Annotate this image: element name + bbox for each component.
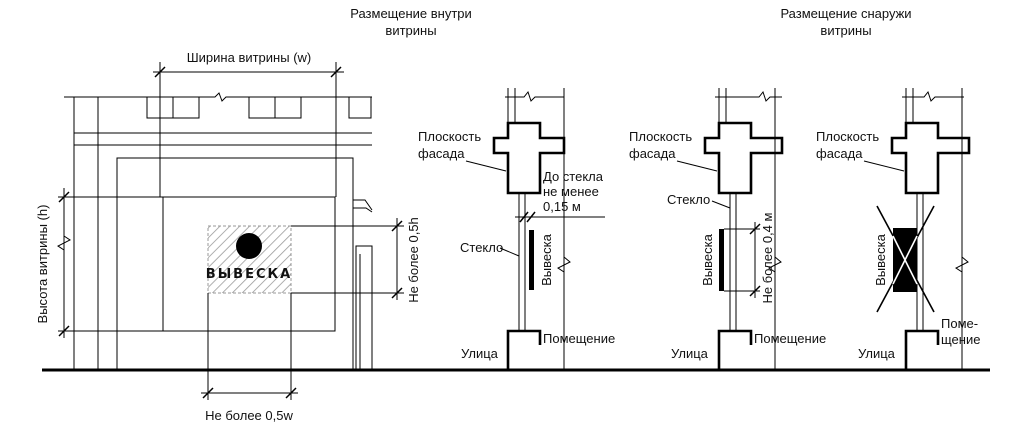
svg-text:Размещение внутри: Размещение внутри xyxy=(350,6,472,21)
door xyxy=(355,245,373,371)
room-label: Поме- xyxy=(941,316,978,331)
svg-text:фасада: фасада xyxy=(816,146,863,161)
heading-inside: Размещение внутри витрины xyxy=(350,6,472,38)
facade-wall xyxy=(703,121,784,195)
section-outside-forbidden: Плоскость фасада Вывеска Поме- щение Ули… xyxy=(816,88,980,370)
half-width-label: Не более 0,5w xyxy=(205,408,293,423)
height-label: Высота витрины (h) xyxy=(35,205,50,324)
facade-plane-label: Плоскость xyxy=(629,129,692,144)
facade-wall xyxy=(492,121,566,195)
facade-wall xyxy=(890,121,971,195)
sign-vertical-label: Вывеска xyxy=(539,233,554,285)
upper-window xyxy=(348,96,372,119)
facade-plane-label: Плоскость xyxy=(816,129,879,144)
facade-elevation: ВЫВЕСКА Ширина витрины (w) Высота витрин… xyxy=(35,50,421,423)
street-label: Улица xyxy=(858,346,896,361)
street-label: Улица xyxy=(461,346,499,361)
heading-outside: Размещение снаружи витрины xyxy=(780,6,911,38)
sill xyxy=(904,329,940,370)
room-label: Помещение xyxy=(754,331,826,346)
facade-plane-label: Плоскость xyxy=(418,129,481,144)
svg-text:витрины: витрины xyxy=(385,23,436,38)
shopfront-frame xyxy=(116,157,354,371)
svg-text:щение: щение xyxy=(941,332,980,347)
width-label: Ширина витрины (w) xyxy=(187,50,311,65)
shop-window xyxy=(162,196,336,332)
forbidden-cross-icon xyxy=(876,205,935,313)
break-line xyxy=(64,92,372,102)
max-height-label: Не более 0,4 м xyxy=(760,212,775,303)
svg-text:не менее: не менее xyxy=(543,184,599,199)
glass-label: Стекло xyxy=(667,192,710,207)
svg-text:Размещение снаружи: Размещение снаружи xyxy=(780,6,911,21)
sill xyxy=(717,329,753,370)
distance-label: До стекла xyxy=(543,169,604,184)
sign-logo-icon xyxy=(236,233,262,259)
glass-label: Стекло xyxy=(460,240,503,255)
section-inside: Плоскость фасада До стекла не менее 0,15… xyxy=(418,88,615,370)
svg-text:витрины: витрины xyxy=(820,23,871,38)
sign-inside xyxy=(529,230,534,290)
sign-text: ВЫВЕСКА xyxy=(206,267,292,282)
svg-text:фасада: фасада xyxy=(418,146,465,161)
half-height-label: Не более 0,5h xyxy=(406,217,421,303)
section-outside-allowed: Плоскость фасада Стекло Вывеска Не более… xyxy=(629,88,826,370)
sign-vertical-label: Вывеска xyxy=(873,233,888,285)
sign-vertical-label: Вывеска xyxy=(700,233,715,285)
sign-outside xyxy=(719,229,724,291)
room-label: Помещение xyxy=(543,331,615,346)
street-label: Улица xyxy=(671,346,709,361)
svg-text:фасада: фасада xyxy=(629,146,676,161)
sill xyxy=(506,329,542,370)
svg-text:0,15 м: 0,15 м xyxy=(543,199,581,214)
